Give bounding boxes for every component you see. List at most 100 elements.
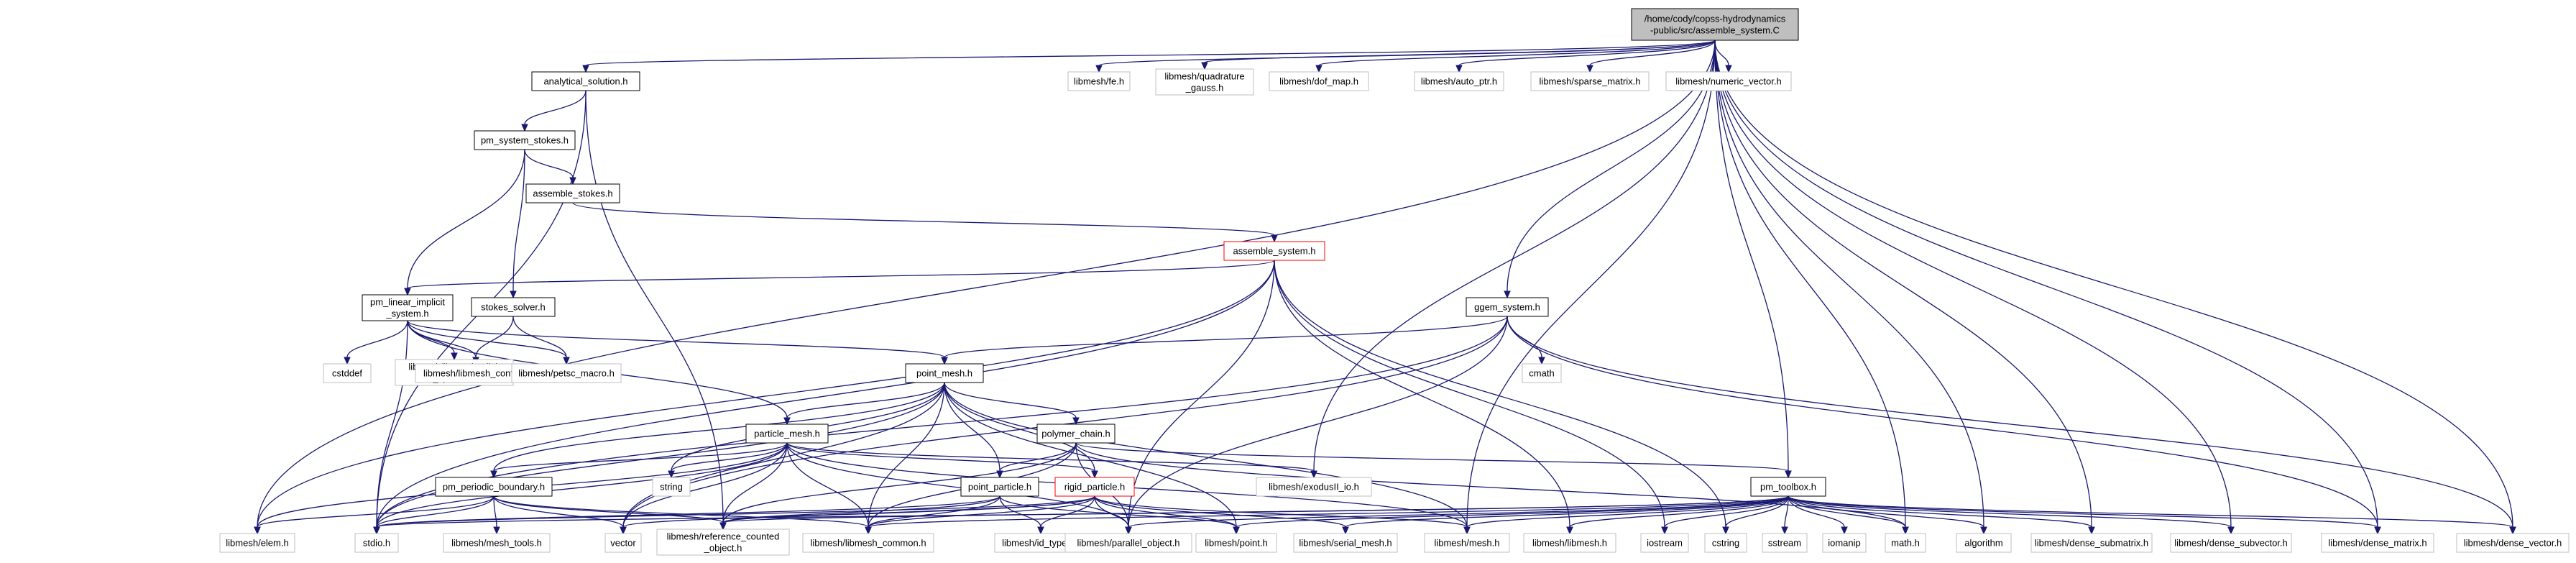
edge-ggem-to-parobj xyxy=(1125,316,1508,535)
node-refcount[interactable]: libmesh/reference_counted_object.h xyxy=(656,528,790,556)
edge-asmsys-to-pmlin xyxy=(404,260,1275,296)
edge-stokes-to-petsc xyxy=(512,316,570,365)
node-label: vector xyxy=(610,538,636,549)
edge-partmesh-to-pmper xyxy=(490,442,788,479)
node-polymer[interactable]: polymer_chain.h xyxy=(1036,424,1116,444)
node-toolbox[interactable]: pm_toolbox.h xyxy=(1750,477,1826,497)
node-densesub[interactable]: libmesh/dense_submatrix.h xyxy=(2030,533,2153,553)
node-libmesh[interactable]: libmesh/libmesh.h xyxy=(1523,533,1616,553)
node-pmstokes[interactable]: pm_system_stokes.h xyxy=(474,130,576,150)
node-elem[interactable]: libmesh/elem.h xyxy=(219,533,295,553)
node-label: point_particle.h xyxy=(968,482,1031,493)
edge-toolbox-to-math xyxy=(1788,495,1909,535)
node-densevec[interactable]: libmesh/dense_vector.h xyxy=(2456,533,2570,553)
node-meshtools[interactable]: libmesh/mesh_tools.h xyxy=(443,533,551,553)
node-common[interactable]: libmesh/libmesh_common.h xyxy=(802,533,934,553)
node-stdio[interactable]: stdio.h xyxy=(354,533,399,553)
edge-toolbox-to-libmesh xyxy=(1566,495,1789,535)
edge-root-to-densevec xyxy=(1714,40,2516,535)
edge-toolbox-to-densesub xyxy=(1788,495,2095,535)
edge-toolbox-to-serialmesh xyxy=(1342,495,1789,535)
node-label: libmesh/dense_submatrix.h xyxy=(2035,538,2148,549)
node-root[interactable]: /home/cody/copss-hydrodynamics-public/sr… xyxy=(1631,8,1799,41)
node-analytical[interactable]: analytical_solution.h xyxy=(531,71,640,91)
edge-toolbox-to-algorithm xyxy=(1788,495,1987,535)
node-label: libmesh/libmesh.h xyxy=(1532,538,1607,549)
edge-analytical-to-pmstokes xyxy=(521,90,586,132)
edge-pmstokes-to-stokes xyxy=(510,149,525,299)
node-cstddef[interactable]: cstddef xyxy=(323,363,372,383)
node-label: libmesh/serial_mesh.h xyxy=(1299,538,1392,549)
node-point[interactable]: libmesh/point.h xyxy=(1195,533,1277,553)
node-asmsys[interactable]: assemble_system.h xyxy=(1223,241,1325,261)
edge-polymer-to-toolbox xyxy=(1075,442,1792,479)
node-label: libmesh/libmesh_config.h xyxy=(423,368,528,379)
node-densesubvec[interactable]: libmesh/dense_subvector.h xyxy=(2170,533,2292,553)
node-sparse[interactable]: libmesh/sparse_matrix.h xyxy=(1530,71,1650,91)
node-densemat[interactable]: libmesh/dense_matrix.h xyxy=(2321,533,2434,553)
edge-toolbox-to-parobj xyxy=(1125,495,1789,535)
node-numvec[interactable]: libmesh/numeric_vector.h xyxy=(1665,71,1792,91)
edge-toolbox-to-densevec xyxy=(1788,495,2516,535)
node-stokes[interactable]: stokes_solver.h xyxy=(471,297,556,317)
node-quad[interactable]: libmesh/quadrature_gauss.h xyxy=(1155,68,1254,96)
node-sstream[interactable]: sstream xyxy=(1762,533,1808,553)
node-rigid[interactable]: rigid_particle.h xyxy=(1054,477,1135,497)
node-label: stokes_solver.h xyxy=(481,302,546,313)
node-cmath[interactable]: cmath xyxy=(1522,363,1562,383)
node-asmstokes[interactable]: assemble_stokes.h xyxy=(525,183,620,203)
edge-pmstokes-to-pmlin xyxy=(404,149,525,296)
edge-toolbox-to-densemat xyxy=(1788,495,2381,535)
node-algorithm[interactable]: algorithm xyxy=(1956,533,2012,553)
node-label: point_mesh.h xyxy=(916,368,972,379)
node-partmesh[interactable]: particle_mesh.h xyxy=(745,424,829,444)
edge-analytical-to-refcount xyxy=(585,90,727,531)
node-label: libmesh/mesh_tools.h xyxy=(451,538,542,549)
node-vector[interactable]: vector xyxy=(604,533,642,553)
node-fe[interactable]: libmesh/fe.h xyxy=(1067,71,1131,91)
node-pointpart[interactable]: point_particle.h xyxy=(960,477,1039,497)
node-label: sstream xyxy=(1768,538,1801,549)
edge-root-to-sparse xyxy=(1586,40,1716,73)
node-label: libmesh/sparse_matrix.h xyxy=(1540,76,1641,87)
edge-root-to-toolbox xyxy=(1714,40,1792,479)
edge-root-to-quad xyxy=(1201,40,1716,70)
node-petsc[interactable]: libmesh/petsc_macro.h xyxy=(511,363,622,383)
node-label: cmath xyxy=(1529,368,1554,379)
node-label: analytical_solution.h xyxy=(543,76,627,87)
node-label: libmesh/id_types.h xyxy=(1002,538,1080,549)
node-string[interactable]: string xyxy=(652,477,691,497)
edge-partmesh-to-rigid xyxy=(786,442,1098,479)
edge-root-to-densesub xyxy=(1714,40,2095,535)
node-label: _system.h xyxy=(385,308,428,319)
node-label: libmesh/reference_counted xyxy=(667,531,780,542)
edge-toolbox-to-iomanip xyxy=(1788,495,1848,535)
node-parobj[interactable]: libmesh/parallel_object.h xyxy=(1064,533,1192,553)
edge-pointmesh-to-polymer xyxy=(944,382,1080,426)
node-serialmesh[interactable]: libmesh/serial_mesh.h xyxy=(1293,533,1398,553)
node-iostream[interactable]: iostream xyxy=(1640,533,1689,553)
node-label: libmesh/elem.h xyxy=(226,538,288,549)
node-label: pm_periodic_boundary.h xyxy=(443,482,545,493)
node-exodus[interactable]: libmesh/exodusII_io.h xyxy=(1256,477,1372,497)
node-pmper[interactable]: pm_periodic_boundary.h xyxy=(435,477,553,497)
edge-pmper-to-elem xyxy=(254,495,494,535)
edge-root-to-exodus xyxy=(1310,40,1716,479)
node-label: libmesh/fe.h xyxy=(1074,76,1124,87)
node-ggem[interactable]: ggem_system.h xyxy=(1466,297,1549,317)
node-label: iomanip xyxy=(1828,538,1861,549)
edge-root-to-densemat xyxy=(1714,40,2381,535)
node-math[interactable]: math.h xyxy=(1885,533,1926,553)
edge-pmlin-to-linimp xyxy=(407,320,458,361)
node-label: -public/src/assemble_system.C xyxy=(1650,25,1780,36)
node-cstring[interactable]: cstring xyxy=(1704,533,1747,553)
node-label: string xyxy=(660,482,683,493)
node-pmlin[interactable]: pm_linear_implicit_system.h xyxy=(362,294,454,321)
node-autoptr[interactable]: libmesh/auto_ptr.h xyxy=(1414,71,1504,91)
node-mesh[interactable]: libmesh/mesh.h xyxy=(1424,533,1510,553)
node-dofmap[interactable]: libmesh/dof_map.h xyxy=(1269,71,1369,91)
edge-toolbox-to-densesubvec xyxy=(1788,495,2235,535)
edge-pmper-to-vector xyxy=(493,495,627,535)
node-iomanip[interactable]: iomanip xyxy=(1822,533,1867,553)
node-pointmesh[interactable]: point_mesh.h xyxy=(905,363,984,383)
